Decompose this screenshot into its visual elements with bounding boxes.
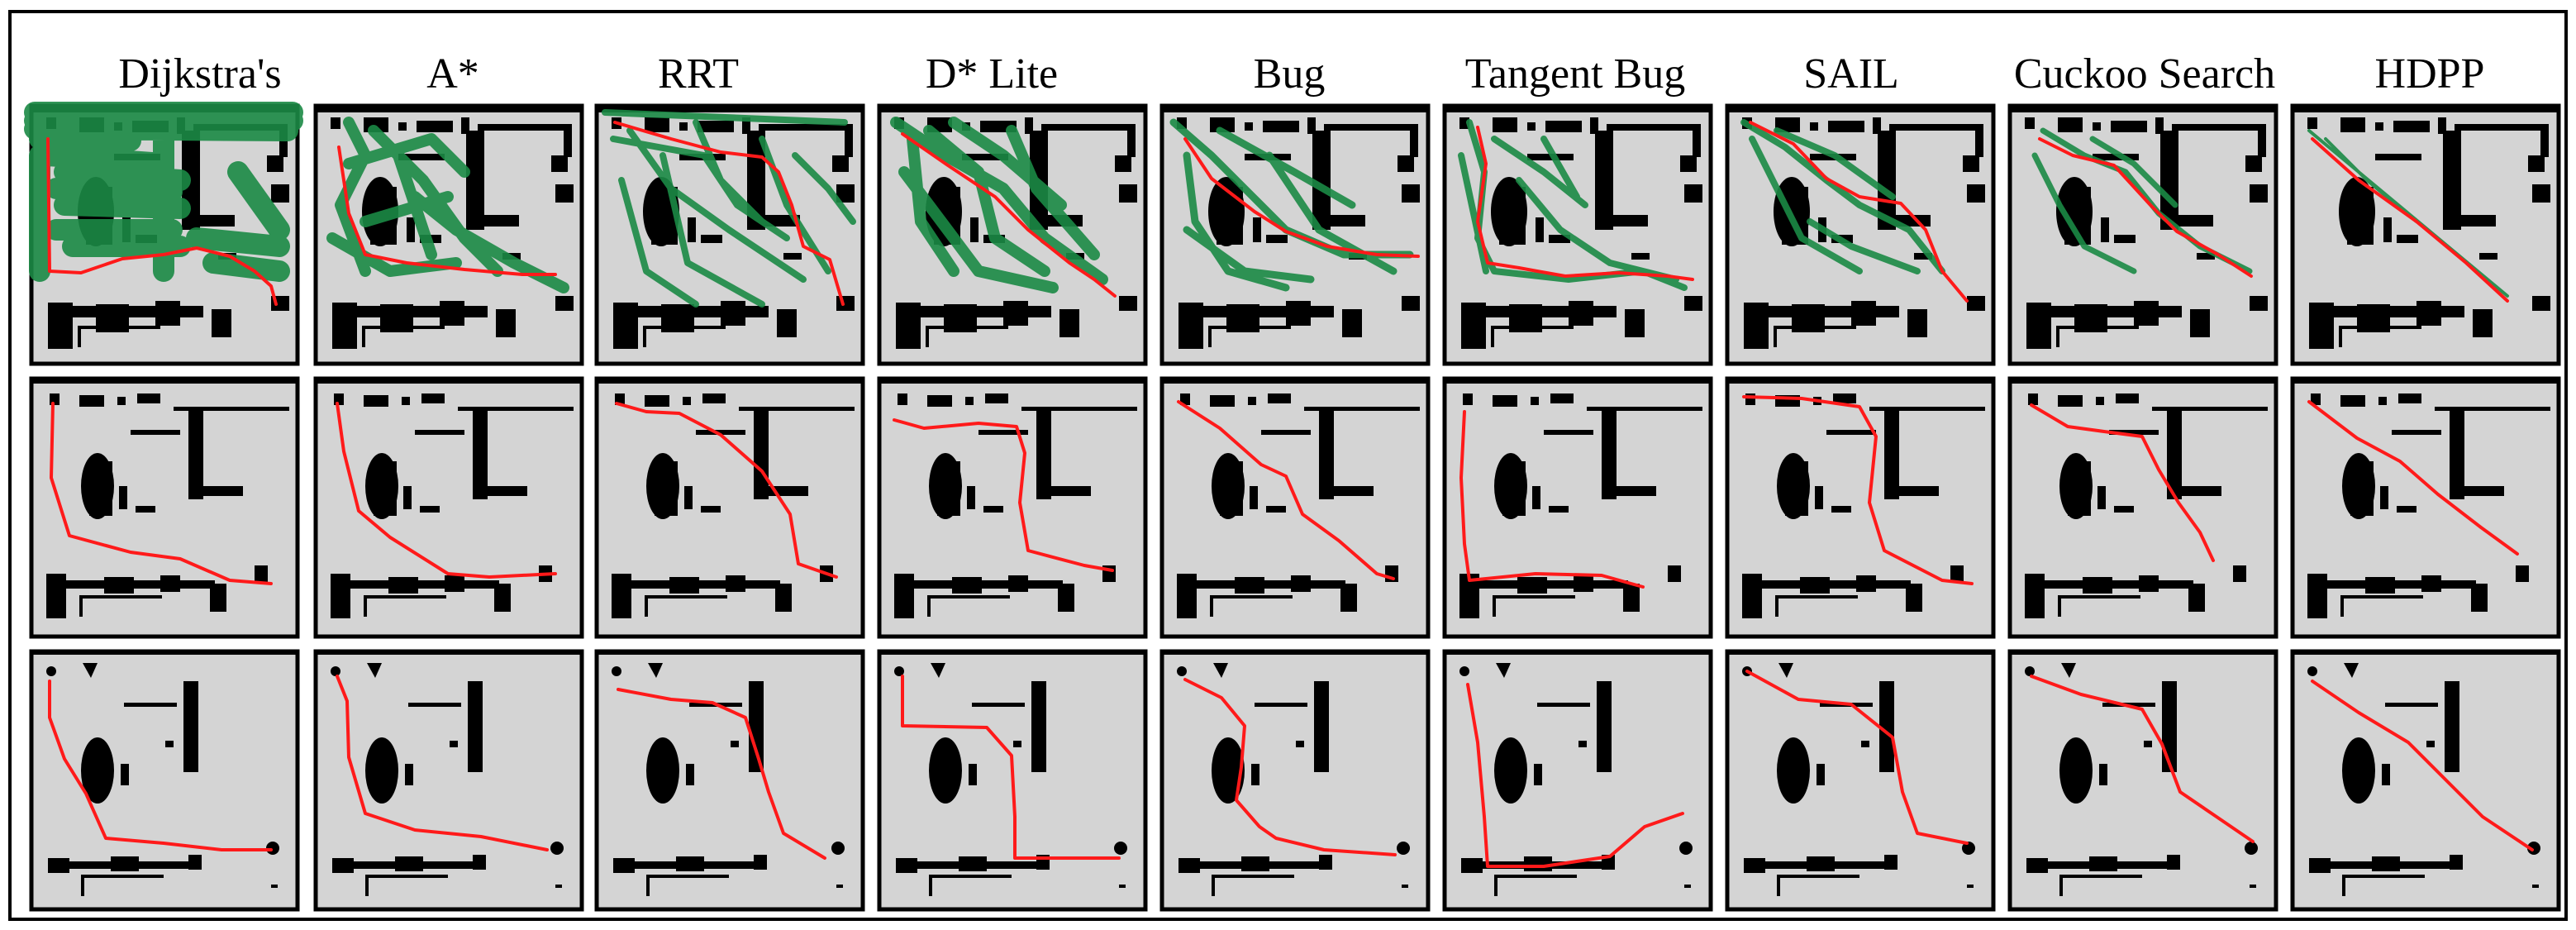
explored-region — [24, 102, 303, 282]
planned-path — [1183, 678, 1397, 856]
map-panel-grid — [24, 102, 2561, 912]
planned-path — [1745, 670, 1969, 845]
explored-region — [602, 109, 856, 308]
column-title-bug: Bug — [1254, 50, 1326, 98]
column-title-dijkstra: Dijkstra's — [118, 50, 281, 98]
map-background — [1159, 376, 1431, 639]
map-panel-dijkstra-row-3 — [29, 649, 300, 912]
planned-path — [2038, 137, 2253, 278]
planned-path — [2030, 403, 2215, 562]
planned-path — [901, 132, 1117, 298]
planned-path — [1466, 683, 1684, 868]
explored-region — [1169, 118, 1414, 292]
map-panel-tangent-bug-row-3 — [1442, 649, 1713, 912]
map-background — [1725, 649, 1996, 912]
planned-path — [2307, 400, 2519, 556]
map-panel-dijkstra-row-2 — [29, 376, 300, 639]
map-panel-cuckoo-search-row-2 — [2007, 376, 2278, 639]
map-background — [594, 649, 865, 912]
planned-path — [2311, 680, 2534, 851]
map-panel-astar-row-1 — [313, 103, 584, 366]
planned-path — [1476, 126, 1694, 281]
planned-path — [1742, 395, 1974, 585]
map-panel-bug-row-2 — [1159, 376, 1431, 639]
column-title-dstar-lite: D* Lite — [926, 50, 1058, 98]
planned-path — [46, 137, 278, 306]
map-panel-bug-row-3 — [1159, 649, 1431, 912]
map-background — [29, 376, 300, 639]
planned-path — [893, 418, 1114, 572]
map-background — [313, 376, 584, 639]
planned-path — [336, 402, 557, 579]
column-title-cuckoo-search: Cuckoo Search — [2014, 50, 2275, 98]
planned-path — [2030, 675, 2255, 843]
figure-frame — [8, 10, 2568, 921]
map-background — [2290, 376, 2561, 639]
planned-path — [48, 680, 273, 851]
column-title-hdpp: HDPP — [2375, 50, 2485, 98]
map-background — [877, 376, 1148, 639]
planned-path — [336, 675, 549, 851]
map-background — [1442, 103, 1713, 366]
column-title-astar: A* — [426, 50, 479, 98]
map-panel-tangent-bug-row-2 — [1442, 376, 1713, 639]
map-panel-bug-row-1 — [1159, 103, 1431, 366]
map-background — [1442, 376, 1713, 639]
planned-path — [1459, 410, 1645, 589]
planned-path — [615, 402, 838, 579]
explored-region — [1458, 119, 1688, 291]
map-panel-hdpp-row-3 — [2290, 649, 2561, 912]
planned-path — [1749, 121, 1969, 303]
planned-path — [50, 402, 273, 585]
map-panel-sail-row-3 — [1725, 649, 1996, 912]
map-background — [1159, 649, 1431, 912]
map-panel-hdpp-row-2 — [2290, 376, 2561, 639]
map-panel-cuckoo-search-row-1 — [2007, 103, 2278, 366]
map-panel-rrt-row-1 — [594, 103, 865, 366]
planned-path — [901, 675, 1121, 860]
column-titles: Dijkstra's A* RRT D* Lite Bug Tangent Bu… — [118, 50, 2484, 98]
map-panel-tangent-bug-row-1 — [1442, 103, 1713, 366]
planned-path — [1183, 137, 1420, 258]
explored-region — [1740, 119, 1945, 274]
map-panel-sail-row-1 — [1725, 103, 1996, 366]
map-background — [2290, 649, 2561, 912]
map-panel-sail-row-2 — [1725, 376, 1996, 639]
map-panel-dstar-lite-row-3 — [877, 649, 1148, 912]
map-background — [1725, 376, 1996, 639]
map-panel-astar-row-3 — [313, 649, 584, 912]
planned-path — [337, 145, 557, 276]
explored-region — [890, 117, 1108, 293]
planned-path — [613, 121, 845, 306]
map-background — [594, 376, 865, 639]
planned-path — [2311, 137, 2509, 303]
map-panel-dstar-lite-row-1 — [877, 103, 1148, 366]
map-background — [2007, 649, 2278, 912]
map-panel-astar-row-2 — [313, 376, 584, 639]
planned-path — [1177, 400, 1395, 580]
map-panel-cuckoo-search-row-3 — [2007, 649, 2278, 912]
map-panel-hdpp-row-1 — [2290, 103, 2561, 366]
map-panel-dstar-lite-row-2 — [877, 376, 1148, 639]
map-panel-rrt-row-2 — [594, 376, 865, 639]
column-title-sail: SAIL — [1803, 50, 1899, 98]
map-panel-dijkstra-row-1 — [24, 102, 303, 366]
planned-path — [617, 688, 826, 860]
map-panel-rrt-row-3 — [594, 649, 865, 912]
map-background — [2007, 376, 2278, 639]
column-title-rrt: RRT — [658, 50, 739, 98]
map-background — [29, 649, 300, 912]
explored-region — [326, 117, 569, 293]
map-background — [1442, 649, 1713, 912]
column-title-tangent-bug: Tangent Bug — [1465, 50, 1685, 98]
